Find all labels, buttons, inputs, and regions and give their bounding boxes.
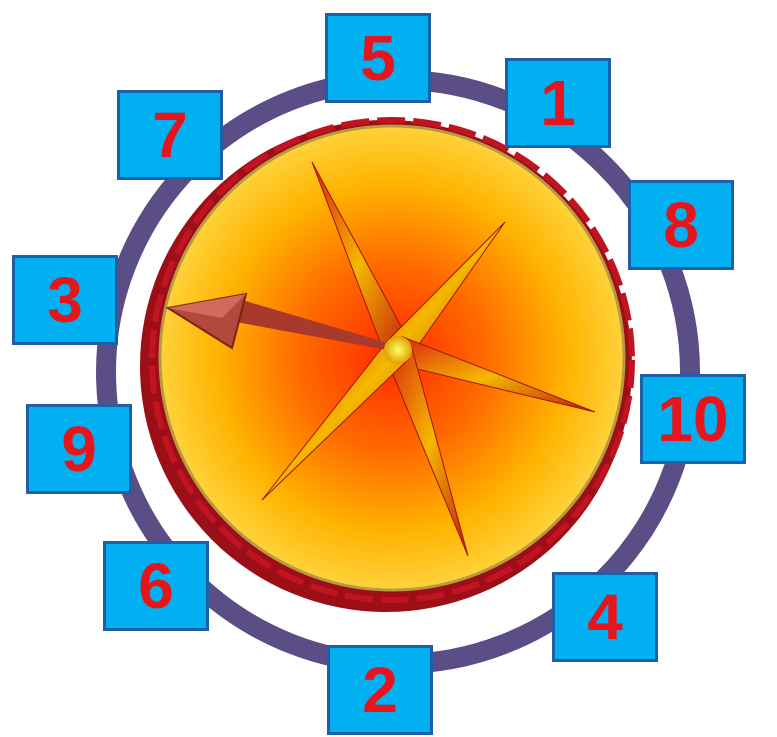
number-box-3: 3 — [12, 255, 118, 345]
number-label: 5 — [360, 26, 396, 90]
number-box-9: 9 — [26, 404, 132, 494]
number-label: 7 — [152, 103, 188, 167]
number-box-6: 6 — [103, 541, 209, 631]
hub-icon — [384, 336, 412, 364]
number-box-4: 4 — [552, 572, 658, 662]
number-label: 9 — [61, 417, 97, 481]
number-label: 10 — [657, 387, 728, 451]
number-label: 8 — [663, 193, 699, 257]
number-box-8: 8 — [628, 180, 734, 270]
number-box-7: 7 — [117, 90, 223, 180]
number-box-2: 2 — [327, 645, 433, 735]
number-label: 1 — [540, 71, 576, 135]
number-label: 2 — [362, 658, 398, 722]
number-label: 6 — [138, 554, 174, 618]
number-box-10: 10 — [640, 374, 746, 464]
number-label: 3 — [47, 268, 83, 332]
number-box-1: 1 — [505, 58, 611, 148]
number-label: 4 — [587, 585, 623, 649]
number-box-5: 5 — [325, 13, 431, 103]
